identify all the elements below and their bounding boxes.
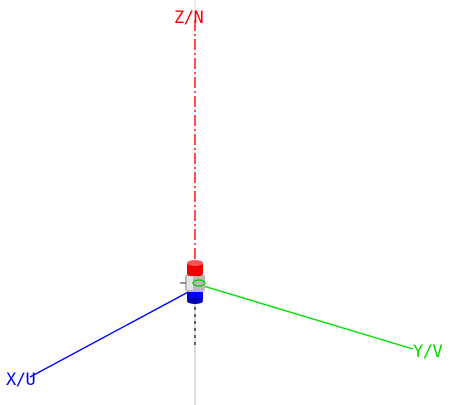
y-axis-line (199, 284, 414, 350)
z-axis-label: Z/N (174, 8, 204, 28)
origin-marker (180, 260, 206, 304)
y-axis-label: Y/V (413, 342, 443, 362)
x-axis-label: X/U (6, 370, 36, 390)
x-axis-line (29, 289, 193, 378)
